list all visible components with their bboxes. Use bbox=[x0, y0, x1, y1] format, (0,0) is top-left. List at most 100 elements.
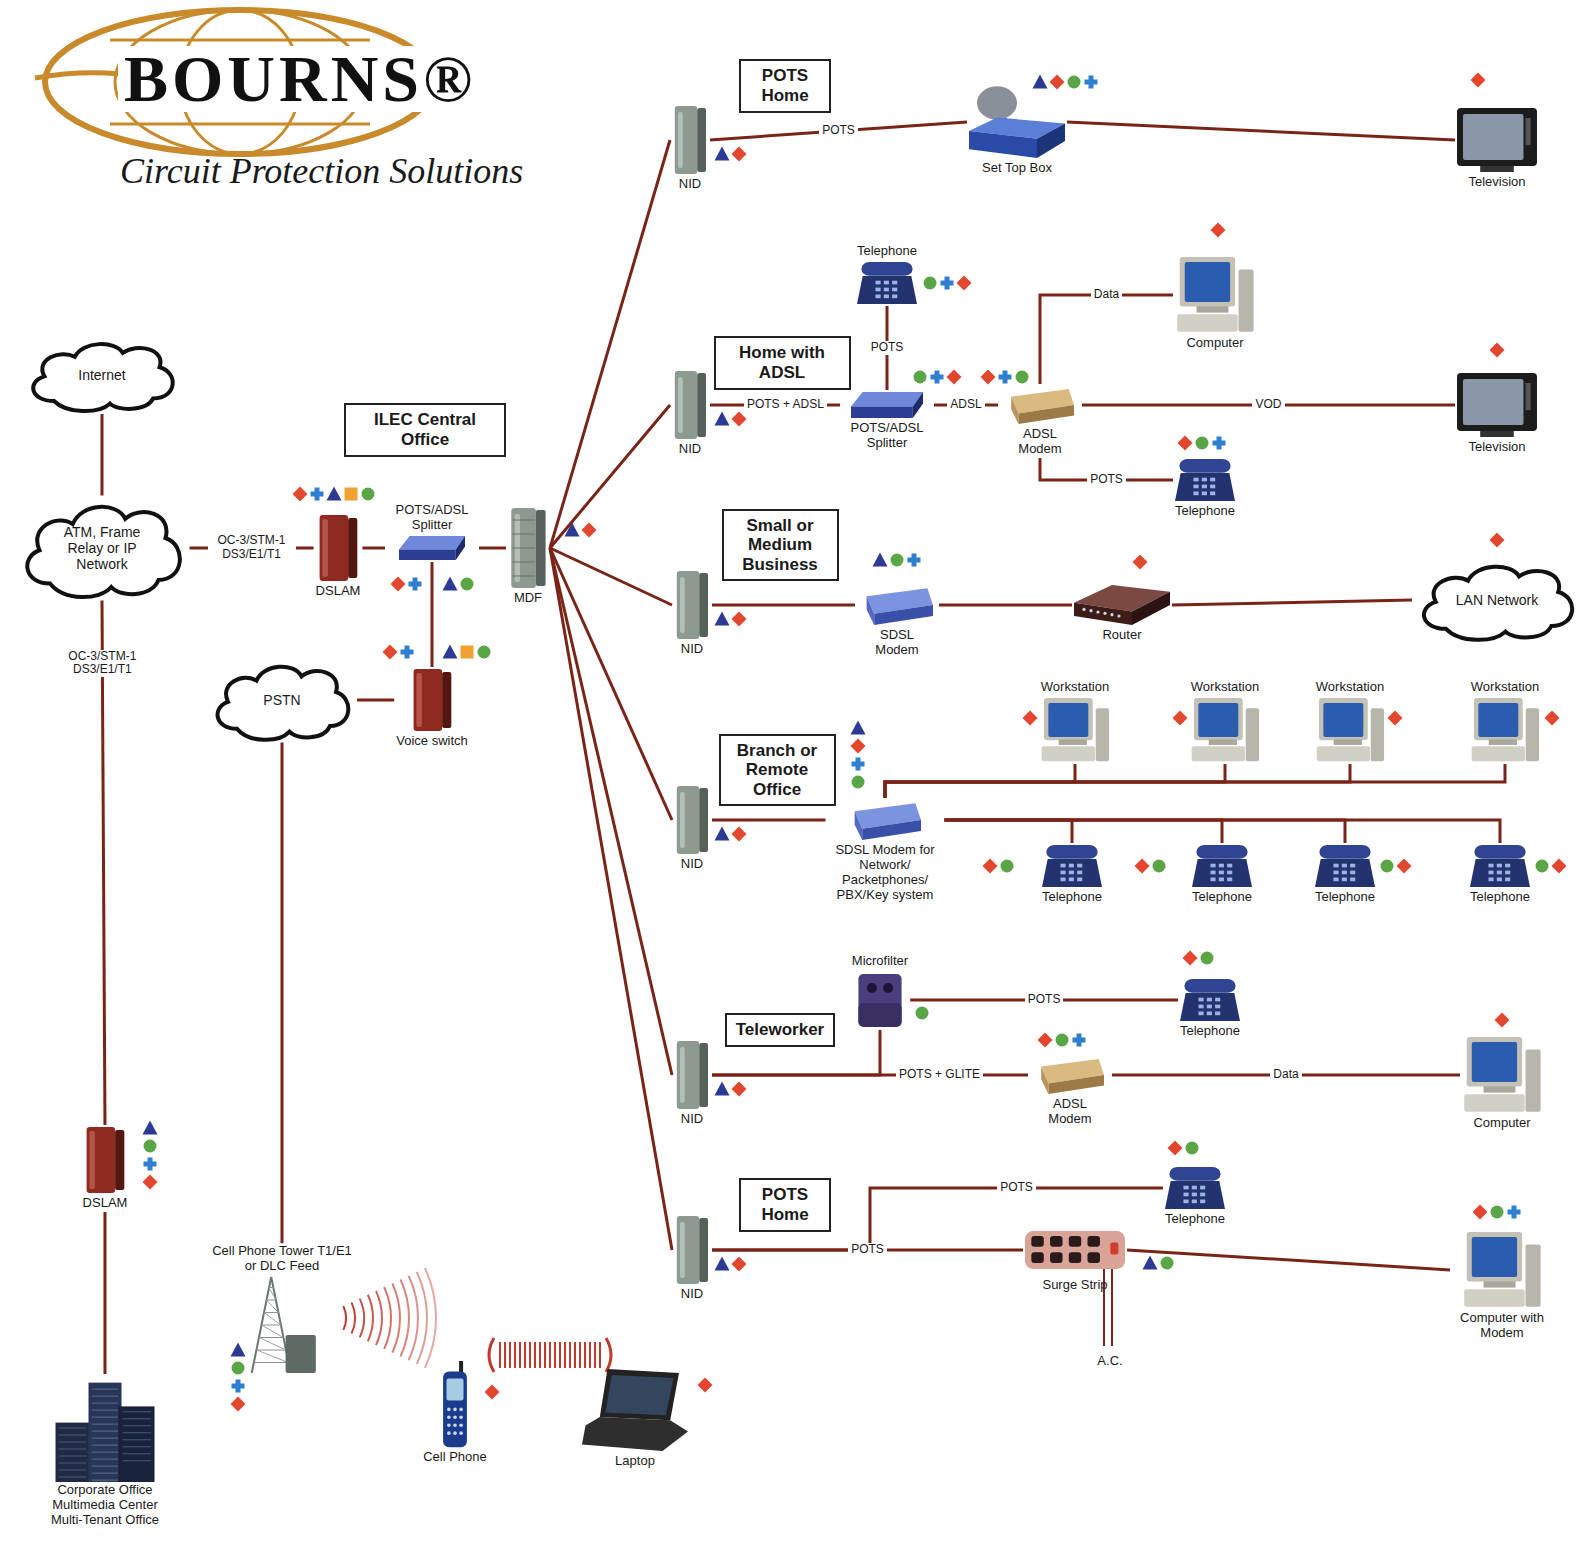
server-device: DSLAM bbox=[81, 1125, 130, 1212]
phone-device: Telephone bbox=[1040, 843, 1104, 906]
network-cloud: ATM, Frame Relay or IP Network bbox=[15, 496, 190, 601]
node-label: SDSL Modem bbox=[855, 627, 939, 659]
sdsl-icon bbox=[847, 798, 923, 842]
node-label: Television bbox=[1466, 174, 1527, 191]
nid-device: NID bbox=[670, 104, 710, 193]
connector-label: OC-3/STM-1 DS3/E1/T1 bbox=[58, 650, 146, 678]
connector-label: POTS + ADSL bbox=[744, 398, 827, 412]
pc-device: Workstation bbox=[1313, 679, 1387, 764]
connector-line bbox=[479, 547, 506, 550]
node-label: Cell Phone bbox=[421, 1449, 489, 1466]
splitter-device: POTS/ADSL Splitter bbox=[840, 390, 934, 452]
connector-line bbox=[550, 140, 670, 548]
cell-icon bbox=[438, 1361, 472, 1449]
node-label: Laptop bbox=[613, 1453, 657, 1470]
node-label: ADSL Modem bbox=[1028, 1096, 1112, 1128]
tagline: Circuit Protection Solutions bbox=[120, 152, 523, 192]
pc-icon bbox=[1460, 1230, 1544, 1310]
node-label: POTS/ADSL Splitter bbox=[385, 502, 479, 534]
phone-icon bbox=[1178, 977, 1242, 1023]
nid-icon bbox=[670, 104, 710, 176]
connector-line bbox=[1067, 122, 1455, 140]
server-icon bbox=[409, 667, 455, 733]
connector-line bbox=[1040, 295, 1173, 384]
splitter-icon bbox=[849, 390, 925, 420]
node-label: Set Top Box bbox=[980, 160, 1054, 177]
node-label: ADSL Modem bbox=[998, 426, 1082, 458]
node-label: Cell Phone Tower T1/E1 or DLC Feed bbox=[205, 1243, 359, 1275]
splitter-device: POTS/ADSL Splitter bbox=[385, 502, 479, 562]
laptop-icon bbox=[580, 1367, 690, 1453]
pc-device: Computer bbox=[1460, 1035, 1544, 1132]
node-label: SDSL Modem for Network/ Packetphones/ PB… bbox=[826, 842, 945, 904]
node-label: Workstation bbox=[1189, 679, 1261, 696]
nid-icon bbox=[672, 569, 712, 641]
splitter-icon bbox=[397, 534, 467, 562]
tower-icon bbox=[246, 1275, 318, 1375]
connector-line bbox=[945, 820, 1223, 843]
connector-line bbox=[885, 764, 1505, 798]
phone-device: Telephone bbox=[1178, 977, 1242, 1040]
connector-label: POTS bbox=[819, 124, 858, 138]
sdsl-icon bbox=[859, 583, 935, 627]
connector-line bbox=[550, 548, 672, 1250]
logo-title: BOURNS® bbox=[118, 46, 482, 112]
node-label: LAN Network bbox=[1454, 591, 1540, 609]
connector-label: POTS bbox=[848, 1243, 887, 1257]
nid-device: NID bbox=[672, 569, 712, 658]
network-cloud: Internet bbox=[22, 336, 182, 414]
heading-box: POTS Home bbox=[739, 1178, 831, 1231]
connector-line bbox=[101, 414, 104, 496]
pc-icon bbox=[1038, 696, 1112, 764]
connector-line bbox=[945, 820, 1501, 843]
pc-icon bbox=[1313, 696, 1387, 764]
connector-label: POTS bbox=[997, 1181, 1036, 1195]
node-label: Internet bbox=[76, 366, 127, 384]
node-label: Telephone bbox=[1178, 1023, 1242, 1040]
connector-line bbox=[712, 604, 855, 607]
connector-line bbox=[550, 548, 672, 820]
server-icon bbox=[315, 513, 361, 583]
connector-line bbox=[550, 548, 672, 605]
phone-icon bbox=[1040, 843, 1104, 889]
connector-label: ADSL bbox=[947, 398, 984, 412]
server-device: Voice switch bbox=[394, 667, 470, 750]
pc-device: Computer bbox=[1173, 255, 1257, 352]
phone-device: Telephone bbox=[855, 243, 919, 306]
node-label: Voice switch bbox=[394, 733, 470, 750]
node-label: Computer bbox=[1471, 1115, 1532, 1132]
node-label: Telephone bbox=[1313, 889, 1377, 906]
node-label: Computer with Modem bbox=[1450, 1310, 1554, 1342]
node-label: POTS/ADSL Splitter bbox=[840, 420, 934, 452]
laptop-device: Laptop bbox=[580, 1367, 690, 1470]
tv-device: Television bbox=[1455, 106, 1539, 191]
connector-label: POTS bbox=[868, 341, 907, 355]
nid-icon bbox=[672, 1039, 712, 1111]
phone-icon bbox=[855, 260, 919, 306]
node-label: Telephone bbox=[1163, 1211, 1227, 1228]
router-device: Router bbox=[1072, 583, 1172, 644]
node-label: Telephone bbox=[1040, 889, 1104, 906]
heading-box: ILEC Central Office bbox=[344, 403, 506, 456]
network-cloud: PSTN bbox=[207, 658, 357, 743]
pc-device: Workstation bbox=[1468, 679, 1542, 764]
connector-line bbox=[945, 820, 1073, 843]
sdsl-device: SDSL Modem for Network/ Packetphones/ PB… bbox=[826, 798, 945, 904]
modem-device: ADSL Modem bbox=[998, 384, 1082, 458]
phone-device: Telephone bbox=[1173, 457, 1237, 520]
cell-device: Cell Phone bbox=[421, 1361, 489, 1466]
connector-line bbox=[550, 548, 672, 1075]
tv-device: Television bbox=[1455, 371, 1539, 456]
node-label: Corporate Office Multimedia Center Multi… bbox=[33, 1482, 177, 1529]
server-icon bbox=[82, 1125, 128, 1195]
node-label: DSLAM bbox=[81, 1195, 130, 1212]
phone-device: Telephone bbox=[1190, 843, 1254, 906]
node-label: Workstation bbox=[1469, 679, 1541, 696]
heading-box: Teleworker bbox=[725, 1013, 836, 1047]
heading-box: POTS Home bbox=[739, 59, 831, 112]
tower-device: Cell Phone Tower T1/E1 or DLC Feed bbox=[205, 1243, 359, 1375]
phone-device: Telephone bbox=[1313, 843, 1377, 906]
building-device: Corporate Office Multimedia Center Multi… bbox=[33, 1374, 177, 1529]
part-label: A.C. bbox=[1095, 1353, 1124, 1368]
